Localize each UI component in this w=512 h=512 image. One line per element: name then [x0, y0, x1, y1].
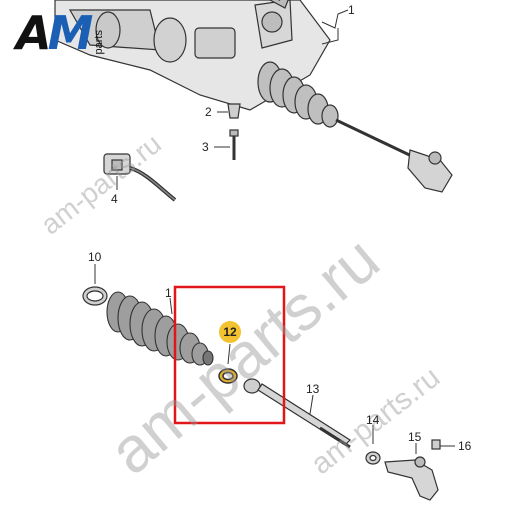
- callout-leaders: [94, 9, 455, 454]
- callout-3: 3: [202, 140, 209, 154]
- logo-subtitle: parts: [93, 29, 106, 54]
- callout-16: 16: [458, 439, 472, 453]
- steering-rack-assembly: [54, 0, 453, 202]
- callout-14: 14: [366, 413, 380, 427]
- tie-rod-end-part-15: [384, 456, 439, 501]
- nut-part-14: [365, 451, 381, 465]
- callout-12-badge: 12: [219, 321, 241, 343]
- clamp-part-10: [82, 286, 108, 306]
- tie-rod-part-13: [243, 378, 351, 449]
- callout-15: 15: [408, 430, 422, 444]
- callout-2: 2: [205, 105, 212, 119]
- callout-13: 13: [306, 382, 320, 396]
- logo-mark: AM: [16, 6, 93, 60]
- callout-4: 4: [111, 192, 118, 206]
- ring-part-12: [218, 368, 238, 384]
- callout-10: 10: [88, 250, 102, 264]
- nut-part-16: [431, 439, 441, 450]
- callout-1-top: 1: [348, 3, 355, 17]
- highlight-box: [173, 285, 286, 425]
- bellows-boot-part-1: [106, 291, 214, 366]
- callout-1-boot: 1: [165, 286, 172, 300]
- am-parts-logo: AM parts: [16, 8, 105, 56]
